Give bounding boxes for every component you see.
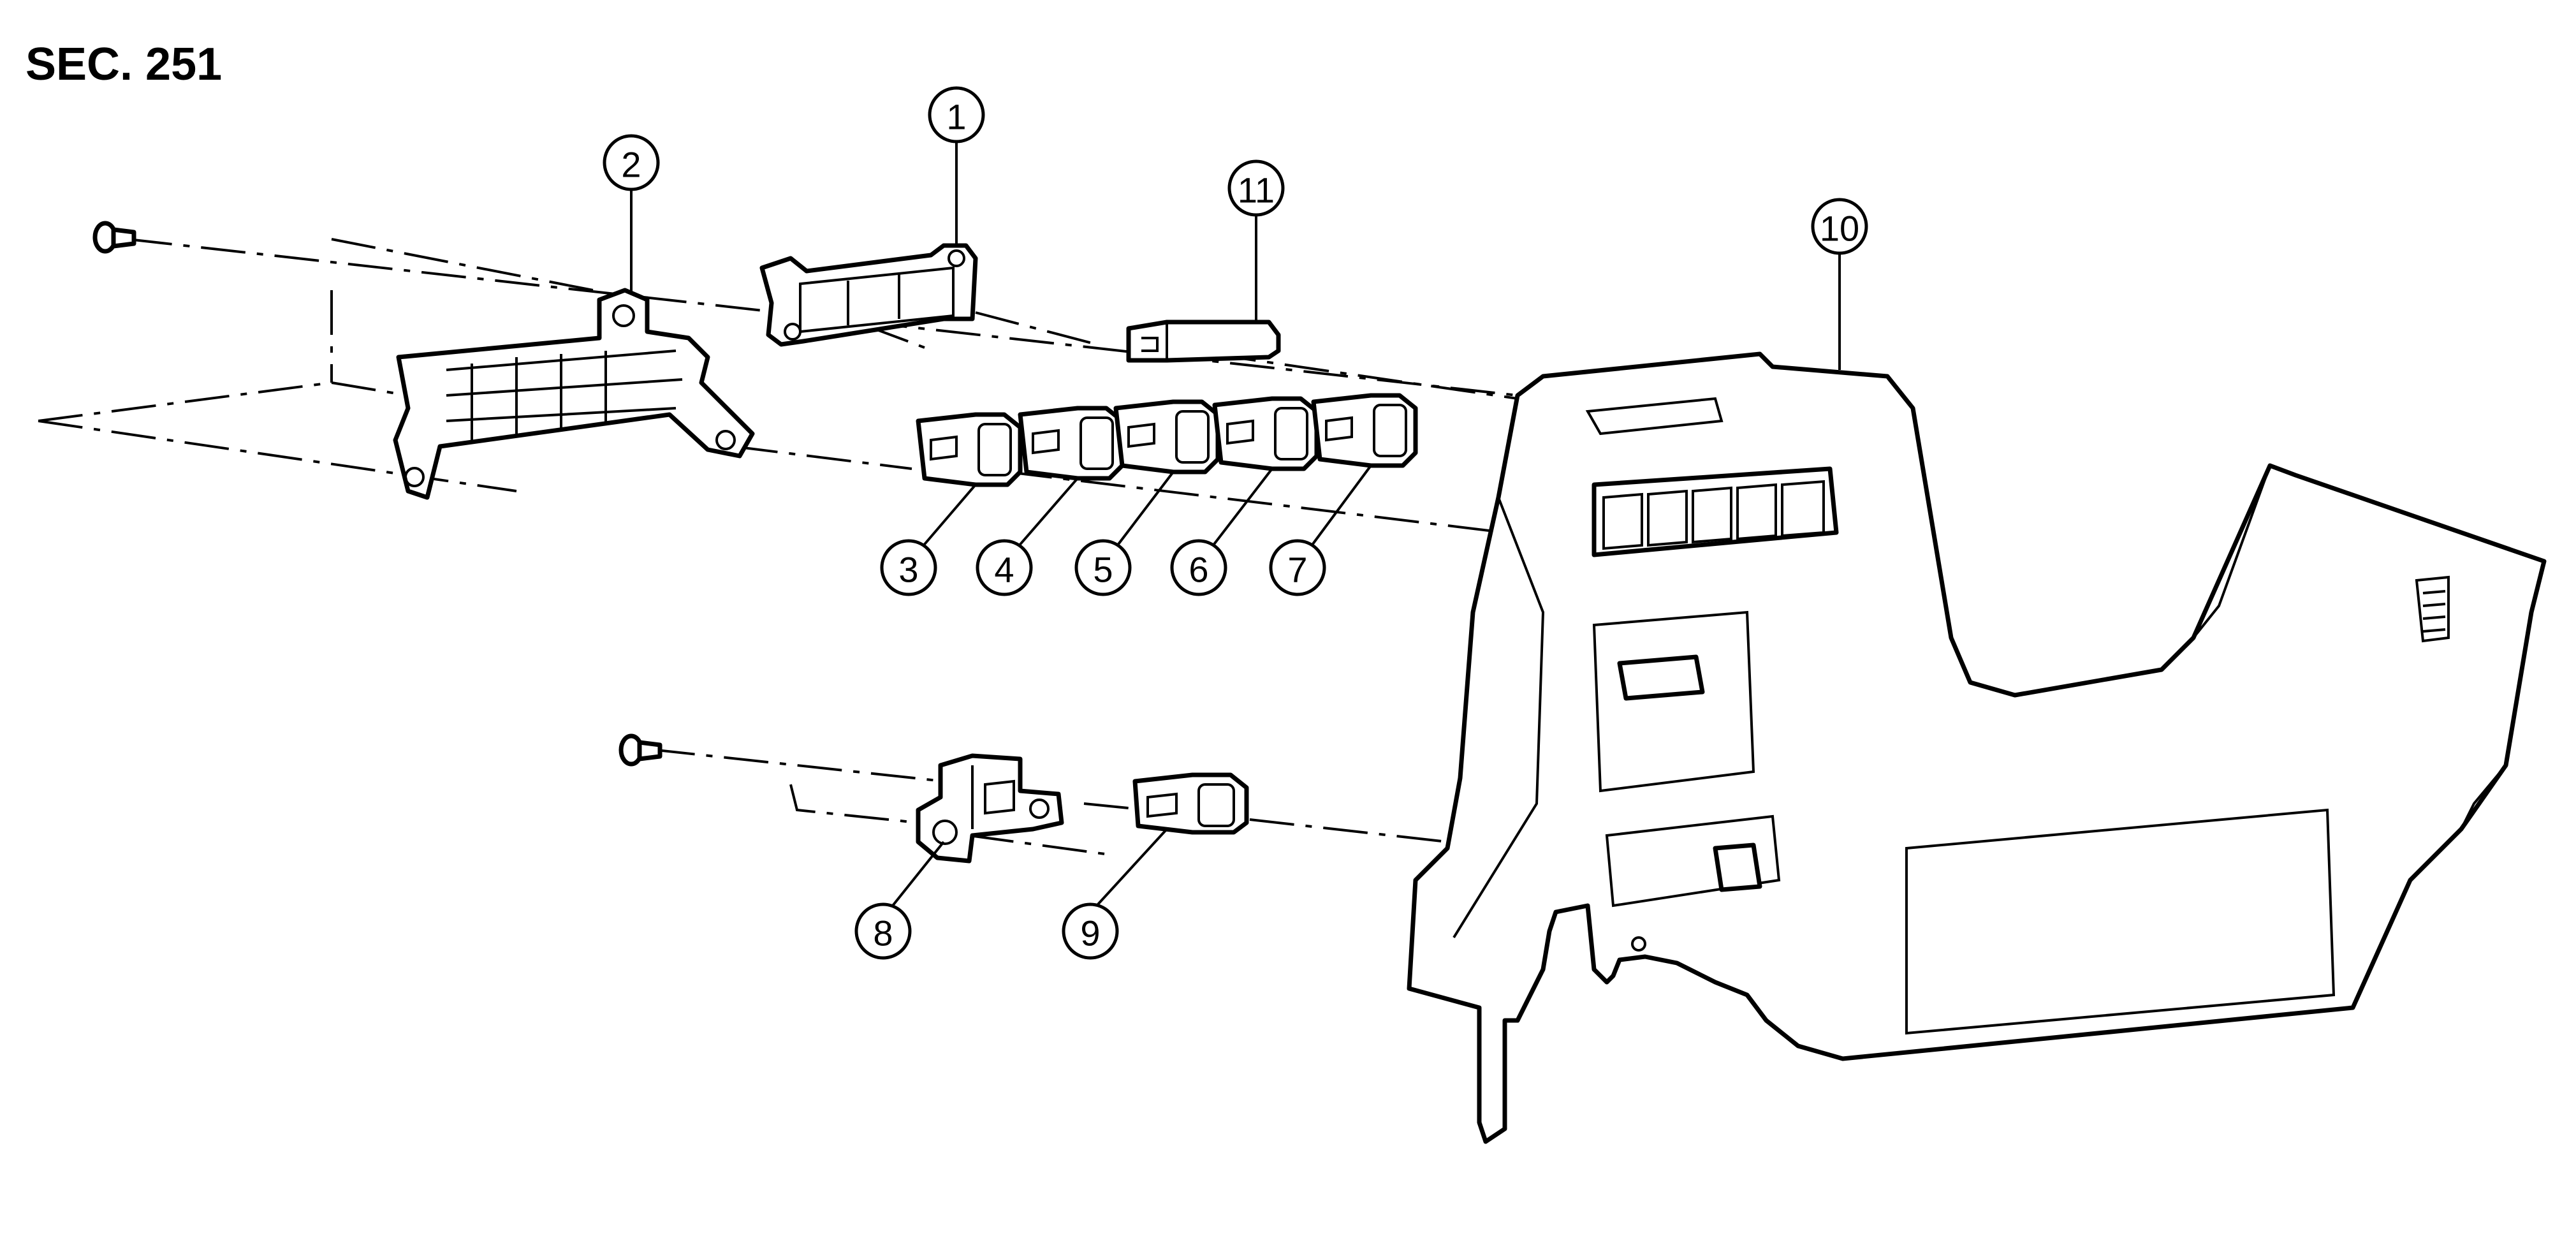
instrument-lower-panel (1407, 351, 2547, 1144)
callout-9: 9 (1062, 902, 1119, 960)
svg-text:11: 11 (1238, 170, 1275, 210)
switch-bezel (759, 243, 978, 347)
svg-text:9: 9 (1080, 913, 1100, 953)
svg-text:1: 1 (946, 97, 966, 137)
svg-text:10: 10 (1820, 209, 1859, 249)
switch-4 (1018, 406, 1125, 481)
svg-text:3: 3 (898, 550, 918, 590)
svg-text:8: 8 (873, 913, 893, 953)
callout-leaders (630, 134, 1841, 907)
svg-text:2: 2 (621, 145, 641, 185)
switch-bracket (393, 288, 755, 500)
section-label: SEC. 251 (26, 39, 223, 90)
switch-11 (1126, 320, 1281, 363)
callout-7: 7 (1269, 539, 1326, 596)
svg-text:7: 7 (1287, 550, 1307, 590)
svg-text:6: 6 (1189, 550, 1208, 590)
screw-upper (92, 221, 136, 254)
switch-9 (1132, 772, 1249, 835)
callout-3: 3 (880, 539, 937, 596)
svg-text:5: 5 (1093, 550, 1113, 590)
callout-11: 11 (1227, 159, 1285, 217)
svg-text:4: 4 (994, 550, 1014, 590)
lower-switch-bracket (916, 753, 1064, 864)
switch-6 (1212, 396, 1319, 471)
callout-10: 10 (1811, 198, 1868, 255)
switch-5 (1113, 399, 1220, 475)
callout-5: 5 (1074, 539, 1132, 596)
callout-8: 8 (854, 902, 912, 960)
callout-4: 4 (976, 539, 1033, 596)
switch-7 (1311, 393, 1418, 468)
screw-lower (618, 733, 662, 767)
callout-2: 2 (603, 134, 660, 191)
callout-6: 6 (1170, 539, 1227, 596)
switch-3 (916, 412, 1023, 487)
callout-1: 1 (928, 86, 985, 143)
